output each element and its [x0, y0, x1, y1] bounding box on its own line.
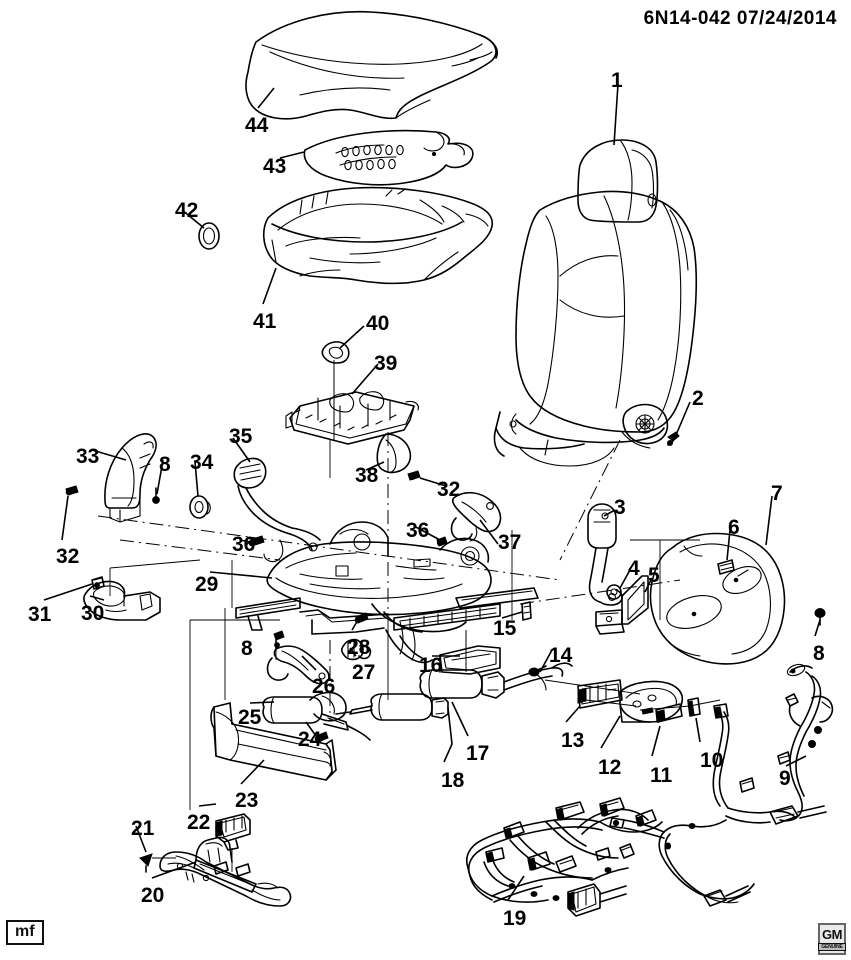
part-20-seat-mount-bracket	[160, 837, 291, 906]
callout-36[interactable]: 36	[232, 533, 256, 556]
part-13-seat-adjuster-switch	[578, 680, 622, 708]
gm-logo-badge: GM GENUINE	[818, 923, 846, 955]
callout-15[interactable]: 15	[493, 617, 517, 640]
part-4-handle-bushing	[607, 585, 621, 599]
callout-29[interactable]: 29	[195, 573, 219, 596]
part-18-horizontal-adjuster-motor	[336, 694, 452, 744]
part-31-hinge-clip	[92, 577, 104, 589]
part-44-seat-cushion-cover	[246, 12, 497, 119]
callout-26[interactable]: 26	[312, 675, 336, 698]
part-32-trim-bolt-left	[66, 486, 78, 495]
callout-20[interactable]: 20	[141, 884, 165, 907]
callout-21[interactable]: 21	[131, 817, 155, 840]
callout-16[interactable]: 16	[419, 654, 443, 677]
part-38-frame-gusset	[377, 434, 410, 473]
callout-44[interactable]: 44	[245, 114, 269, 137]
part-8b-bolt-outer	[815, 609, 825, 626]
callout-38[interactable]: 38	[355, 464, 379, 487]
alignment-lines	[98, 360, 720, 810]
part-16-motor-bracket	[440, 630, 500, 674]
part-9-seat-wiring-harness-right	[610, 662, 832, 906]
part-11-switch-button-large	[656, 704, 682, 722]
part-15-track-clip	[522, 602, 531, 620]
part-21-bracket-clip	[140, 854, 176, 872]
callout-12[interactable]: 12	[598, 756, 622, 779]
callout-10[interactable]: 10	[700, 749, 724, 772]
callout-33[interactable]: 33	[76, 445, 100, 468]
drawing-code-label: 6N14-042 07/24/2014	[643, 8, 837, 29]
callout-24[interactable]: 24	[298, 728, 322, 751]
callout-36-right[interactable]: 36	[406, 519, 430, 542]
callout-1[interactable]: 1	[611, 69, 623, 92]
callout-14[interactable]: 14	[549, 644, 573, 667]
gm-logo-text: GM	[822, 926, 842, 942]
part-7-outer-side-trim-panel	[650, 534, 784, 664]
callout-9[interactable]: 9	[779, 767, 791, 790]
callout-4[interactable]: 4	[628, 557, 640, 580]
leader-lines	[44, 84, 820, 900]
callout-42[interactable]: 42	[175, 199, 199, 222]
callout-25[interactable]: 25	[238, 706, 262, 729]
callout-31[interactable]: 31	[28, 603, 52, 626]
callout-8[interactable]: 8	[813, 642, 825, 665]
artist-stamp: mf	[6, 920, 44, 946]
callout-35[interactable]: 35	[229, 425, 253, 448]
callout-32[interactable]: 32	[56, 545, 80, 568]
callout-34[interactable]: 34	[190, 451, 214, 474]
callout-6[interactable]: 6	[728, 516, 740, 539]
callout-18[interactable]: 18	[441, 769, 465, 792]
callout-37[interactable]: 37	[498, 531, 522, 554]
callout-19[interactable]: 19	[503, 907, 527, 930]
part-5-bracket-plate	[596, 576, 648, 634]
part-33-inner-side-trim-panel	[105, 434, 156, 522]
part-14-motor-bolt	[529, 666, 546, 676]
part-43-seat-heater-pad	[304, 131, 472, 185]
part-24-panel-screw	[315, 732, 328, 742]
callout-11[interactable]: 11	[650, 764, 673, 787]
callout-5[interactable]: 5	[648, 564, 660, 587]
callout-7[interactable]: 7	[771, 482, 783, 505]
part-3-recliner-handle	[588, 504, 622, 605]
part-1-seat-back-assembly	[494, 140, 696, 466]
callout-3[interactable]: 3	[614, 496, 626, 519]
callout-32-right[interactable]: 32	[437, 478, 461, 501]
callout-17[interactable]: 17	[466, 742, 490, 765]
callout-40[interactable]: 40	[366, 312, 390, 335]
part-19-seat-wiring-harness-main	[467, 798, 662, 916]
callout-2[interactable]: 2	[692, 387, 704, 410]
part-42-cushion-grommet	[199, 223, 219, 249]
part-41-seat-cushion-foam	[264, 188, 493, 284]
callout-30[interactable]: 30	[81, 602, 105, 625]
part-12-switch-bezel	[620, 681, 682, 722]
callout-22[interactable]: 22	[187, 811, 211, 834]
callout-27[interactable]: 27	[352, 661, 376, 684]
callout-28[interactable]: 28	[347, 636, 371, 659]
part-17-vertical-adjuster-motor	[420, 663, 572, 698]
part-22-occupant-sensing-module	[216, 814, 250, 872]
part-8a-bolt	[153, 488, 160, 503]
callout-8-frame[interactable]: 8	[241, 637, 253, 660]
part-34-height-adjust-knob	[190, 496, 210, 518]
callout-43[interactable]: 43	[263, 155, 287, 178]
part-23-front-finish-panel	[211, 703, 336, 780]
callout-8-inner[interactable]: 8	[159, 453, 171, 476]
part-32b-anchor-bolt	[408, 471, 420, 480]
callout-41[interactable]: 41	[253, 310, 277, 333]
callout-39[interactable]: 39	[374, 352, 398, 375]
part-39-head-restraint-guide-bracket	[286, 392, 418, 444]
part-30-hinge-cover	[84, 581, 160, 620]
part-27-cable-clip	[342, 640, 371, 660]
part-10-switch-button-small	[688, 698, 700, 716]
callout-13[interactable]: 13	[561, 729, 585, 752]
callout-23[interactable]: 23	[235, 789, 259, 812]
part-26-support-bracket	[268, 646, 330, 683]
gm-logo-subtext: GENUINE	[818, 942, 846, 951]
part-25-tilt-adjuster-motor	[263, 693, 370, 740]
